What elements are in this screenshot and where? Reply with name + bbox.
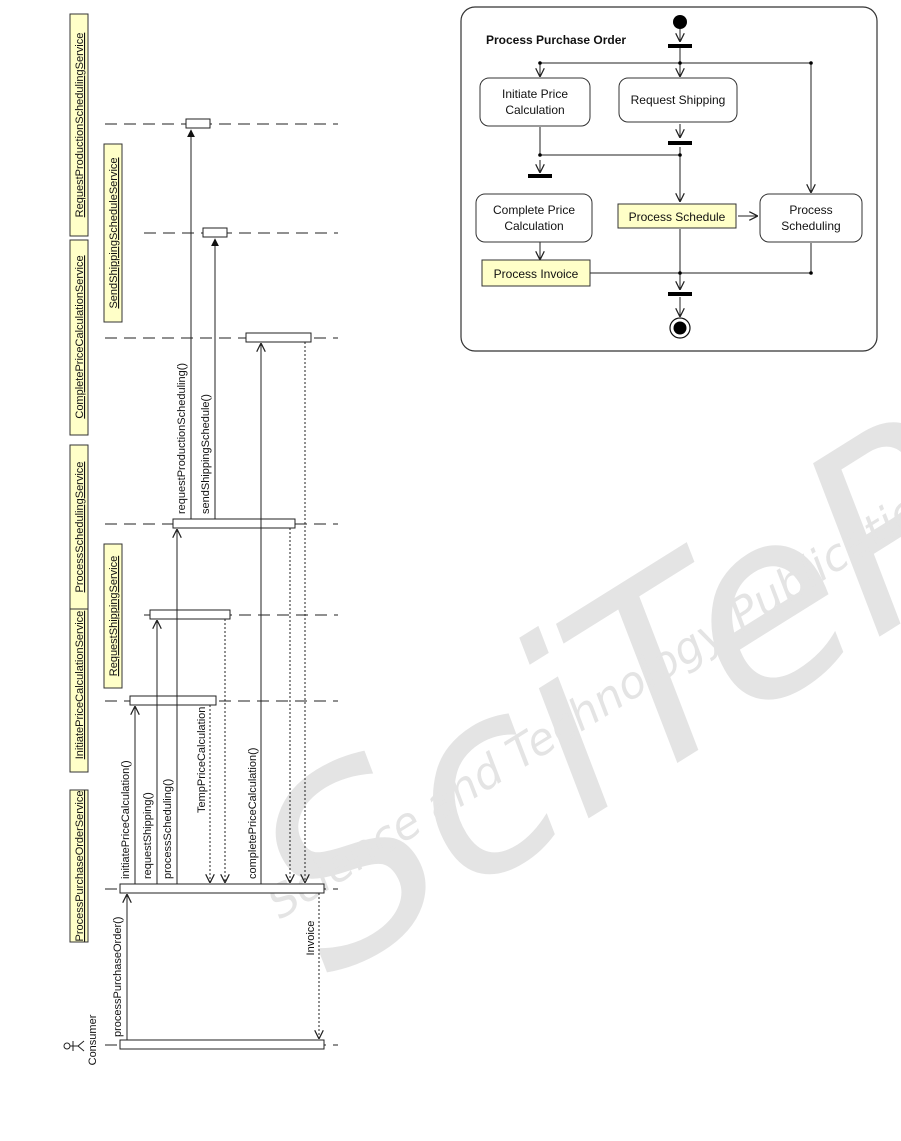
- action-label-line: Calculation: [505, 103, 564, 117]
- service-label-text: ProcessSchedulingService: [74, 462, 86, 593]
- service-label-request-shipping: RequestShippingService: [103, 543, 123, 689]
- action-label-line: Complete Price: [493, 203, 575, 217]
- action-label-line: Scheduling: [781, 219, 840, 233]
- service-label-send-shipping-schedule: SendShippingScheduleService: [103, 143, 123, 323]
- message-label-send-shipping-schedule: sendShippingSchedule(): [200, 394, 212, 514]
- activation-process-scheduling: [172, 518, 296, 529]
- sequence-diagram: [63, 118, 338, 1052]
- join-bar-price: [528, 174, 552, 178]
- join-bar-shipping: [668, 141, 692, 145]
- message-labels: processPurchaseOrder() Invoice initiateP…: [112, 363, 317, 1037]
- activity-title: Process Purchase Order: [486, 33, 626, 47]
- service-label-text: RequestShippingService: [108, 556, 120, 676]
- fork-bar-1: [668, 44, 692, 48]
- activation-process-purchase-order: [119, 883, 325, 894]
- action-label-line: Calculation: [504, 219, 563, 233]
- message-label-request-production-scheduling: requestProductionScheduling(): [176, 363, 188, 514]
- message-label-initiate-price-calculation: initiatePriceCalculation(): [120, 760, 132, 879]
- call-arrows: [127, 129, 261, 1040]
- action-process-schedule: Process Schedule: [617, 203, 737, 229]
- activation-request-shipping: [149, 609, 231, 620]
- message-label-complete-price-calculation: completePriceCalculation(): [247, 748, 259, 879]
- message-label-invoice: Invoice: [305, 921, 317, 956]
- service-label-request-production-scheduling: RequestProductionSchedulingService: [69, 13, 89, 237]
- service-label-initiate-price-calculation: InitiatePriceCalculationService: [69, 597, 89, 773]
- activation-consumer: [119, 1039, 325, 1050]
- action-process-invoice: Process Invoice: [481, 259, 591, 287]
- activation-complete-price-calculation: [245, 332, 312, 343]
- initial-node: [673, 15, 687, 29]
- action-complete-price-calculation: Complete Price Calculation: [475, 193, 593, 243]
- activity-diagram: Process Purchase Order: [460, 6, 878, 352]
- message-label-process-scheduling: processScheduling(): [162, 779, 174, 879]
- service-label-text: ProcessPurchaseOrderService: [74, 790, 86, 941]
- activity-frame: [460, 6, 878, 352]
- service-label-text: RequestProductionSchedulingService: [74, 33, 86, 218]
- join-bar-final: [668, 292, 692, 296]
- actor-icon: [63, 1040, 85, 1052]
- activation-request-production-scheduling: [185, 118, 211, 129]
- return-arrows: [210, 342, 319, 1038]
- action-label: Process Invoice: [494, 267, 579, 281]
- message-label-process-purchase-order: processPurchaseOrder(): [112, 917, 124, 1037]
- service-label-process-purchase-order: ProcessPurchaseOrderService: [69, 789, 89, 943]
- activity-flows: [540, 48, 811, 316]
- service-label-complete-price-calculation: CompletePriceCalculationService: [69, 239, 89, 436]
- action-label-line: Initiate Price: [502, 87, 568, 101]
- service-label-text: SendShippingScheduleService: [108, 157, 120, 308]
- action-label-line: Process: [789, 203, 832, 217]
- action-process-scheduling: Process Scheduling: [759, 193, 863, 243]
- action-label: Request Shipping: [631, 93, 726, 107]
- final-node: [669, 317, 691, 339]
- message-label-request-shipping: requestShipping(): [142, 792, 154, 879]
- actor-label: Consumer: [87, 1014, 99, 1065]
- activation-send-shipping-schedule: [202, 227, 228, 238]
- service-label-text: CompletePriceCalculationService: [74, 255, 86, 418]
- action-request-shipping: Request Shipping: [618, 77, 738, 123]
- service-label-process-scheduling: ProcessSchedulingService: [69, 444, 89, 610]
- message-label-temp-price-calculation: TempPriceCalculation: [196, 707, 208, 813]
- activation-initiate-price-calculation: [129, 695, 217, 706]
- action-initiate-price-calculation: Initiate Price Calculation: [479, 77, 591, 127]
- activations: [119, 118, 325, 1050]
- action-label: Process Schedule: [629, 210, 726, 224]
- service-label-text: InitiatePriceCalculationService: [74, 611, 86, 760]
- flow-junctions: [538, 61, 813, 275]
- service-labels: ProcessPurchaseOrderService InitiatePric…: [69, 13, 123, 943]
